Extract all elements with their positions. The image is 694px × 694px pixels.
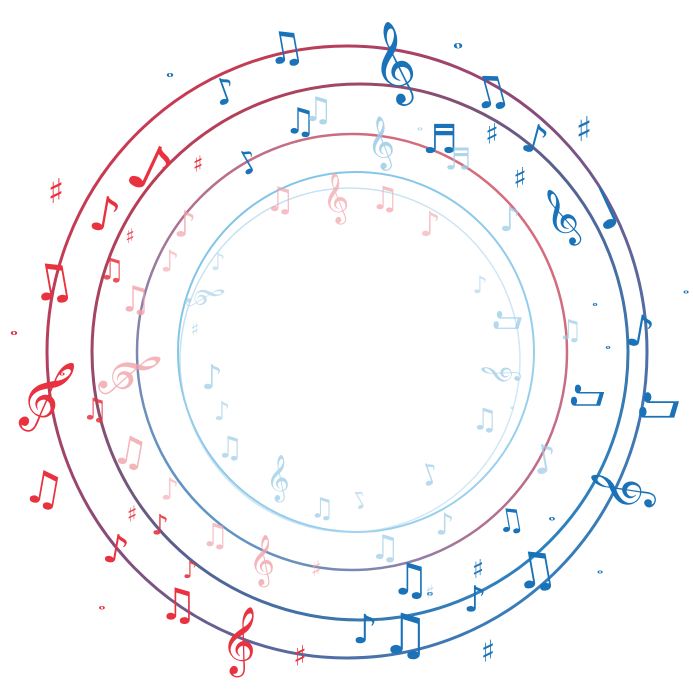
beamed-notes-icon: ♫	[370, 528, 400, 568]
whole-note-icon: 𝅝	[59, 361, 65, 380]
eighth-note-icon: ♪	[182, 556, 197, 584]
whole-note-icon: 𝅝	[426, 580, 433, 601]
beamed-notes-icon: ♫	[217, 431, 244, 466]
fourth-ring	[177, 171, 535, 533]
sharp-icon: ♯	[481, 635, 496, 670]
sharp-icon: ♯	[127, 503, 138, 528]
beamed-notes-icon: ♫	[493, 499, 528, 541]
sharp-icon: ♯	[48, 172, 64, 212]
eighth-note-icon: ♪	[160, 473, 179, 508]
whole-note-icon: 𝅝	[597, 559, 603, 578]
treble-clef-icon: 𝄞	[216, 602, 263, 679]
beamed-notes-icon: ♫	[201, 516, 230, 554]
whole-note-icon: 𝅝	[417, 116, 423, 135]
treble-clef-icon: 𝄞	[182, 279, 227, 312]
beamed-notes-icon: ♫	[119, 280, 151, 321]
beamed-notes-icon: ♫	[265, 180, 295, 220]
beamed-notes-icon: ♫	[508, 538, 562, 603]
whole-note-icon: 𝅝	[166, 58, 174, 82]
beamed-notes-icon: ♫	[19, 458, 69, 518]
inner-ring	[179, 187, 521, 533]
eighth-note-icon: ♪	[201, 358, 223, 398]
treble-clef-icon: 𝄞	[249, 535, 275, 588]
treble-clef-icon: 𝄞	[532, 184, 590, 253]
eighth-note-icon: ♪	[230, 140, 267, 183]
sixteenth-notes-icon: ♬	[422, 117, 458, 163]
eighth-note-icon: ♪	[464, 580, 487, 621]
beamed-notes-icon: ♫	[309, 492, 334, 525]
sixteenth-notes-icon: ♬	[445, 143, 472, 178]
eighth-note-icon: ♪	[499, 200, 521, 240]
music-symbols: ♫𝄞𝅝♪♫♫♬♯♯♪♪𝅝♩𝄞♯𝅝♪♫♫𝅝𝅝𝄞𝅝𝅝♫♫♯♪♯♫𝅝♫♪♯♪♪♯♫𝅝𝄞…	[4, 16, 689, 680]
beamed-notes-icon: ♫	[380, 603, 430, 668]
eighth-note-icon: ♪	[415, 455, 445, 494]
treble-clef-icon: 𝄞	[318, 171, 353, 228]
beamed-notes-icon: ♫	[284, 102, 316, 143]
beamed-notes-icon: ♫	[464, 62, 515, 121]
sharp-icon: ♯	[485, 118, 499, 151]
treble-clef-icon: 𝄞	[4, 347, 87, 440]
eighth-note-icon: ♪	[151, 509, 169, 542]
eighth-note-icon: ♪	[528, 435, 561, 485]
beamed-notes-icon: ♫	[261, 19, 309, 76]
eighth-note-icon: ♪	[207, 69, 243, 115]
beamed-notes-icon: ♫	[488, 305, 528, 335]
sharp-icon: ♯	[193, 153, 204, 178]
beamed-notes-icon: ♫	[82, 393, 109, 428]
treble-clef-icon: 𝄞	[266, 455, 290, 503]
eighth-note-icon: ♪	[472, 271, 487, 299]
beamed-notes-icon: ♫	[99, 253, 126, 288]
beamed-notes-icon: ♫	[25, 250, 79, 315]
eighth-note-icon: ♪	[622, 304, 659, 359]
eighth-note-icon: ♪	[346, 484, 373, 516]
eighth-note-icon: ♪	[160, 245, 179, 280]
beamed-notes-icon: ♫	[472, 403, 499, 438]
beamed-notes-icon: ♫	[303, 90, 333, 130]
eighth-note-icon: ♪	[174, 205, 197, 246]
beamed-notes-icon: ♫	[557, 314, 582, 347]
sharp-icon: ♯	[191, 320, 200, 341]
whole-note-icon: 𝅝	[683, 279, 689, 298]
second-ring	[90, 82, 630, 622]
sharp-icon: ♯	[513, 162, 527, 195]
eighth-note-icon: ♪	[517, 114, 554, 165]
beamed-notes-icon: ♫	[158, 580, 197, 631]
eighth-note-icon: ♪	[352, 607, 378, 653]
beamed-notes-icon: ♫	[632, 383, 688, 426]
whole-note-icon: 𝅝	[453, 25, 463, 55]
eighth-note-icon: ♪	[210, 248, 225, 276]
third-ring	[135, 132, 569, 572]
treble-clef-icon: 𝄞	[479, 362, 523, 389]
whole-note-icon: 𝅝	[592, 294, 598, 310]
sharp-icon: ♯	[125, 224, 135, 248]
sharp-icon: ♯	[576, 110, 592, 150]
eighth-note-icon: ♪	[435, 508, 454, 543]
eighth-note-icon: ♪	[419, 205, 441, 245]
eighth-note-icon: ♪	[116, 128, 184, 212]
whole-note-icon: 𝅝	[548, 505, 555, 526]
sharp-icon: ♯	[472, 555, 485, 585]
treble-clef-icon: 𝄞	[361, 16, 425, 112]
sharp-icon: ♯	[293, 640, 307, 673]
whole-note-icon: 𝅝	[98, 594, 105, 615]
eighth-note-icon: ♪	[214, 397, 231, 427]
beamed-notes-icon: ♫	[565, 377, 611, 413]
sharp-icon: ♯	[425, 580, 435, 604]
beamed-notes-icon: ♫	[108, 426, 151, 478]
whole-note-icon: 𝅝	[10, 316, 18, 340]
beamed-notes-icon: ♫	[371, 179, 400, 217]
whole-note-icon: 𝅝	[605, 337, 611, 353]
treble-clef-icon: 𝄞	[362, 113, 398, 173]
sharp-icon: ♯	[311, 558, 322, 583]
outer-ring	[45, 44, 649, 660]
whole-note-icon: 𝅝	[510, 398, 515, 412]
beamed-notes-icon: ♫	[390, 555, 429, 606]
